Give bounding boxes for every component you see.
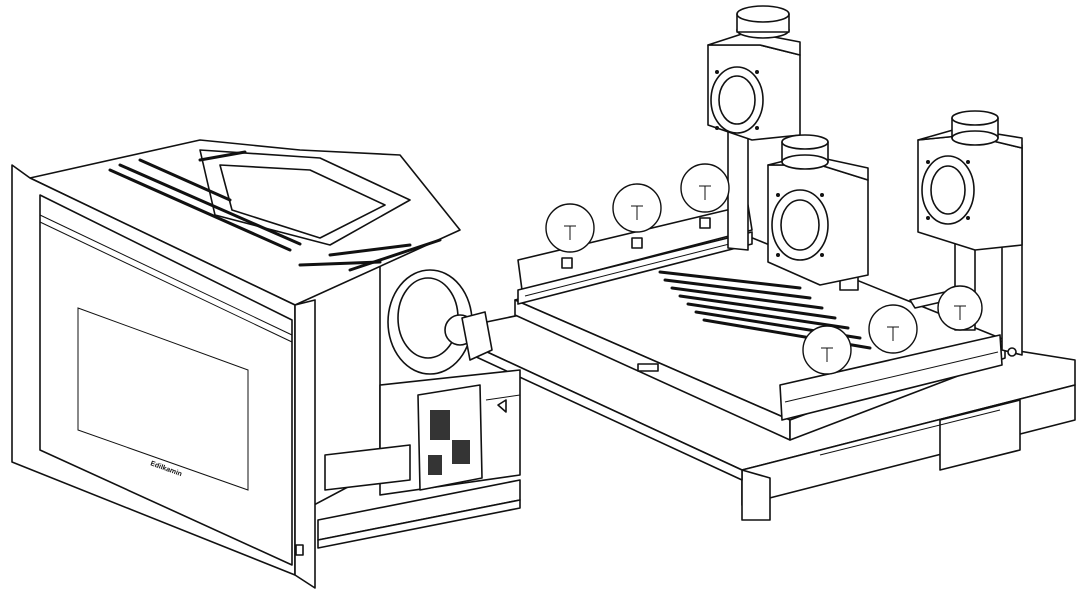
duct-box-rear	[707, 5, 801, 141]
fireplace-body: Edilkamin	[11, 139, 461, 589]
clip	[699, 217, 711, 229]
clip	[561, 257, 573, 269]
screw-callout	[868, 304, 918, 354]
screw-callout	[937, 285, 983, 331]
screw-callout	[612, 183, 662, 233]
base-frame	[514, 204, 1006, 441]
screw-callout	[545, 203, 595, 253]
glass-door-window	[77, 307, 249, 491]
duct-box-right	[917, 110, 1023, 251]
clip	[631, 237, 643, 249]
lower-side-panel	[324, 369, 521, 496]
screw-callouts	[545, 163, 983, 375]
screw-callout	[802, 325, 852, 375]
screw-callout	[680, 163, 730, 213]
base-tray	[317, 479, 521, 549]
door-latch	[295, 544, 304, 556]
combustion-fan	[387, 269, 493, 375]
top-vent-slots	[108, 150, 442, 272]
control-board	[417, 384, 521, 491]
duct-box-center	[767, 134, 869, 286]
floor-bracket	[637, 363, 659, 372]
up-arrow-icon	[497, 399, 507, 413]
